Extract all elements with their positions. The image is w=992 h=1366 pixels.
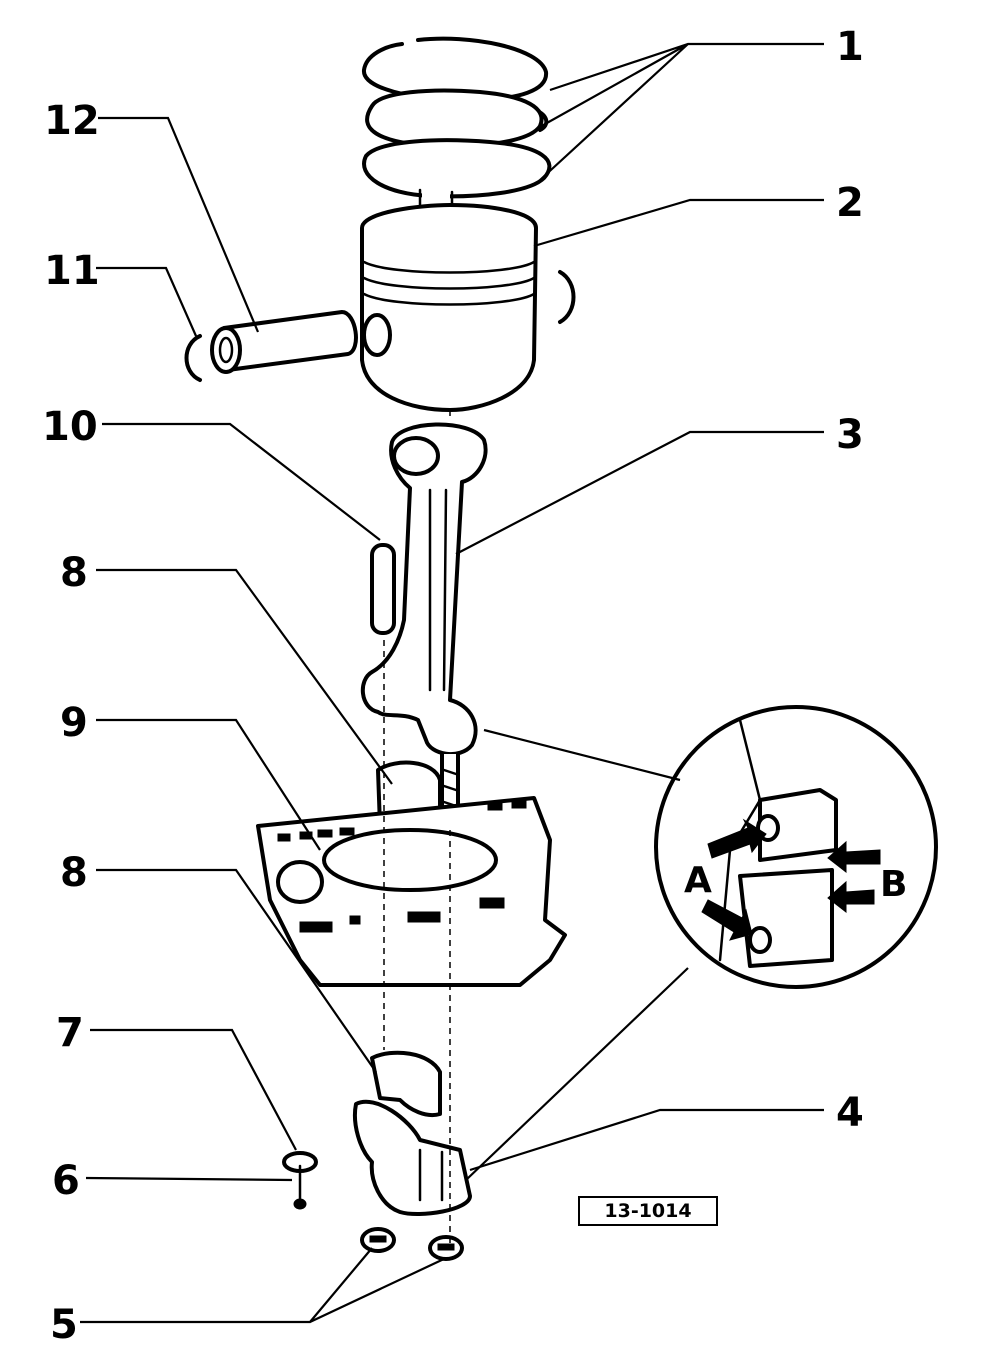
callout-7: 7: [56, 1010, 84, 1056]
callout-4: 4: [836, 1090, 864, 1136]
detail-connector-lower: [465, 967, 689, 1181]
callout-9: 9: [60, 700, 88, 746]
callout-10: 10: [42, 404, 98, 450]
detail-view: A B: [654, 705, 938, 989]
piston-pin: [210, 310, 358, 374]
detail-label-a: A: [684, 860, 712, 901]
piston: [360, 203, 576, 412]
cylinder-block: [256, 796, 567, 987]
callout-5: 5: [50, 1302, 78, 1348]
detail-label-b: B: [880, 864, 907, 905]
callout-3: 3: [836, 412, 864, 458]
nuts: [360, 1227, 464, 1261]
dowel-pin: [370, 543, 396, 635]
circlip: [184, 334, 202, 382]
detail-connector-upper: [483, 728, 681, 782]
callout-1: 1: [836, 24, 864, 70]
callout-8-upper: 8: [60, 550, 88, 596]
connecting-rod-cap: [353, 1099, 472, 1216]
callout-6: 6: [52, 1158, 80, 1204]
leader-lines: [80, 42, 824, 1324]
callout-12: 12: [44, 98, 100, 144]
callout-8-lower: 8: [60, 850, 88, 896]
piston-rings: [362, 36, 552, 212]
connecting-rod: [361, 422, 488, 822]
callout-11: 11: [44, 248, 100, 294]
callout-2: 2: [836, 180, 864, 226]
lower-bearing-shell: [370, 1050, 442, 1117]
figure-number: 13-1014: [578, 1196, 718, 1226]
bolt-and-washer: [282, 1151, 318, 1210]
